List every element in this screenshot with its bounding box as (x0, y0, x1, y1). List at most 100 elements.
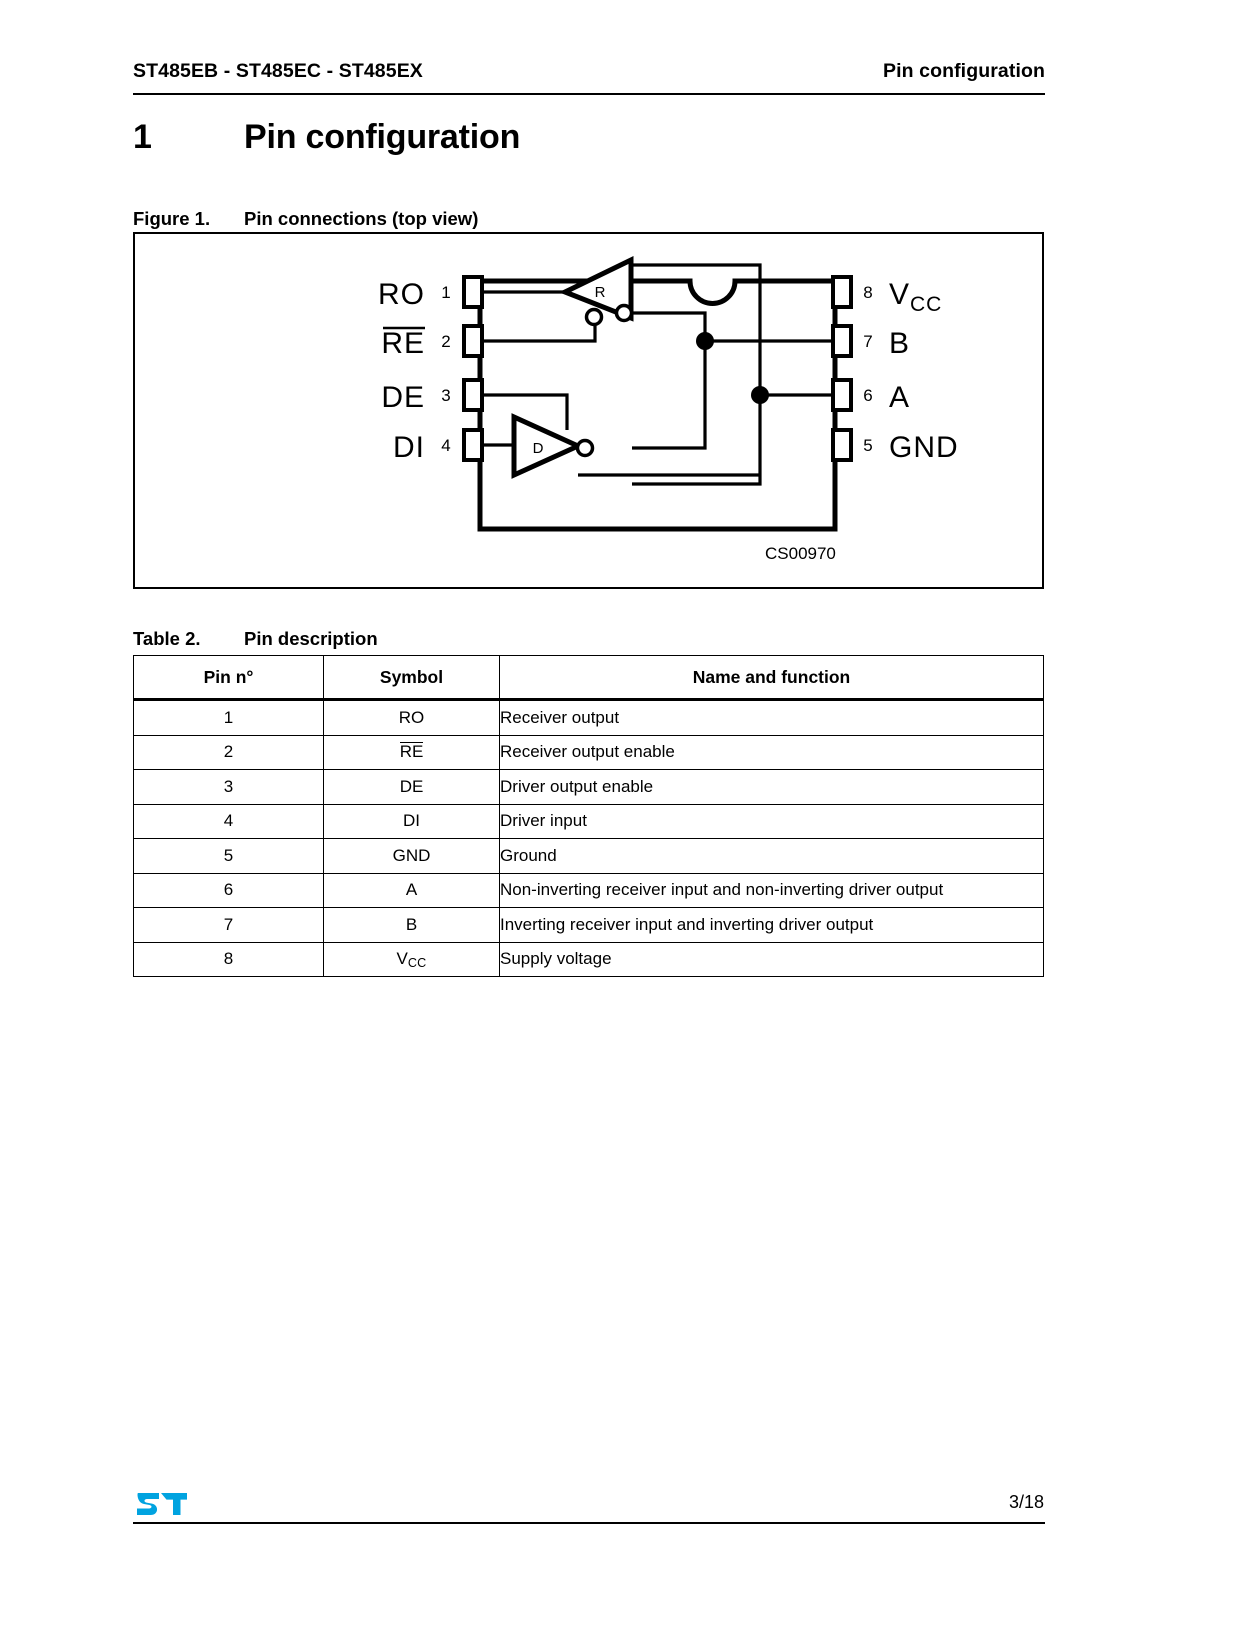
pin-number-3: 3 (441, 386, 450, 405)
package-outline (477, 278, 838, 532)
figure-caption-label: Figure 1. (133, 208, 211, 229)
symbol-text: B (405, 914, 418, 934)
symbol-subscript: CC (407, 955, 427, 970)
pin-name-VCC: VCC (889, 278, 942, 316)
cell-pin-number: 1 (133, 699, 324, 736)
table-caption-title: Pin description (244, 628, 378, 649)
figure-frame: R D 1 2 3 4 (133, 232, 1044, 589)
symbol-text: RE (399, 742, 424, 762)
pin-number-2: 2 (441, 332, 450, 351)
pin-name-DI: DI (393, 431, 425, 464)
internal-wiring (482, 263, 833, 486)
pad-pin-5 (831, 428, 853, 462)
st-logo-icon (137, 1493, 187, 1515)
left-pin-numbers: 1 2 3 4 (441, 283, 450, 455)
st-logo (135, 1487, 191, 1521)
pin-number-8: 8 (863, 283, 872, 302)
pin-number-5: 5 (863, 436, 872, 455)
junction-dot-B (696, 332, 714, 350)
driver-label: D (533, 440, 544, 457)
figure-caption-title: Pin connections (top view) (244, 208, 479, 229)
cell-pin-number: 6 (133, 872, 324, 908)
left-pin-names: RO RE DE DI (378, 278, 425, 464)
wire-receiver-noninv-input (631, 263, 762, 486)
pin-name-B: B (889, 327, 910, 360)
pin-number-6: 6 (863, 386, 872, 405)
cell-name-function: Supply voltage (499, 941, 1044, 977)
pad-pin-1 (462, 275, 484, 309)
driver-symbol: D (511, 413, 595, 479)
table-row: 4 DI Driver input (133, 803, 1044, 839)
cell-name-function: Ground (499, 838, 1044, 874)
table-header-row: Pin n° Symbol Name and function (133, 655, 1044, 701)
cell-pin-number: 3 (133, 769, 324, 805)
pad-pin-2 (462, 324, 484, 358)
wire-pin2-to-receiver-enable (482, 317, 597, 343)
pin-number-7: 7 (863, 332, 872, 351)
receiver-label: R (595, 284, 606, 301)
cell-pin-number: 4 (133, 803, 324, 839)
figure-caption: Figure 1. Pin connections (top view) (133, 208, 1045, 230)
cell-name-function: Non-inverting receiver input and non-inv… (499, 872, 1044, 908)
cell-symbol: DE (323, 769, 500, 805)
pin-name-RE: RE (381, 327, 425, 360)
page-title: 1 Pin configuration (133, 118, 1045, 157)
cell-pin-number: 8 (133, 941, 324, 977)
cell-symbol: GND (323, 838, 500, 874)
footer-divider (133, 1522, 1045, 1524)
cell-symbol: DI (323, 803, 500, 839)
table-head: Pin n° Symbol Name and function (133, 655, 1044, 701)
wire-receiver-inv-input (632, 311, 707, 450)
right-pin-numbers: 8 7 6 5 (863, 283, 872, 455)
chapter-title: Pin configuration (244, 118, 521, 156)
pad-pin-3 (462, 378, 484, 412)
symbol-text: DI (403, 811, 420, 831)
symbol-text: V (396, 948, 408, 968)
cell-pin-number: 5 (133, 838, 324, 874)
junction-dot-A (751, 386, 769, 404)
cell-symbol: B (323, 907, 500, 943)
pin-name-DE: DE (381, 381, 425, 414)
page-number: 3/18 (1008, 1492, 1044, 1512)
cell-pin-number: 2 (133, 734, 324, 770)
cell-symbol: RO (323, 699, 500, 736)
chapter-number: 1 (133, 118, 152, 156)
pad-pin-6 (831, 378, 853, 412)
pin-name-GND: GND (889, 431, 959, 464)
pin-number-1: 1 (441, 283, 450, 302)
cell-symbol: VCC (323, 941, 500, 977)
receiver-symbol: R (558, 256, 634, 327)
receiver-output-bubble (614, 303, 634, 323)
table-row: 5 GND Ground (133, 838, 1044, 874)
column-header-pin: Pin n° (133, 655, 324, 701)
pin-connection-diagram: R D 1 2 3 4 (135, 234, 1042, 587)
header-section-name: Pin configuration (882, 60, 1045, 82)
right-pin-names: VCC B A GND (889, 278, 959, 464)
cell-pin-number: 7 (133, 907, 324, 943)
ic-package-svg: R D 1 2 3 4 (378, 256, 959, 563)
header-divider (133, 93, 1045, 95)
symbol-text: GND (392, 845, 431, 865)
cell-name-function: Inverting receiver input and inverting d… (499, 907, 1044, 943)
cell-name-function: Driver input (499, 803, 1044, 839)
diagram-id-label: CS00970 (765, 544, 836, 563)
wire-pin3-to-driver-enable (482, 393, 569, 430)
column-header-symbol: Symbol (323, 655, 500, 701)
pad-pin-7 (831, 324, 853, 358)
symbol-text: A (405, 880, 418, 900)
header-part-numbers: ST485EB - ST485EC - ST485EX (133, 60, 423, 82)
table-caption: Table 2. Pin description (133, 628, 1045, 650)
table-caption-label: Table 2. (133, 628, 201, 649)
cell-name-function: Receiver output (499, 699, 1044, 736)
package-notch (687, 278, 738, 306)
receiver-enable-bubble (584, 307, 604, 327)
pad-pin-4 (462, 428, 484, 462)
pad-pin-8 (831, 275, 853, 309)
